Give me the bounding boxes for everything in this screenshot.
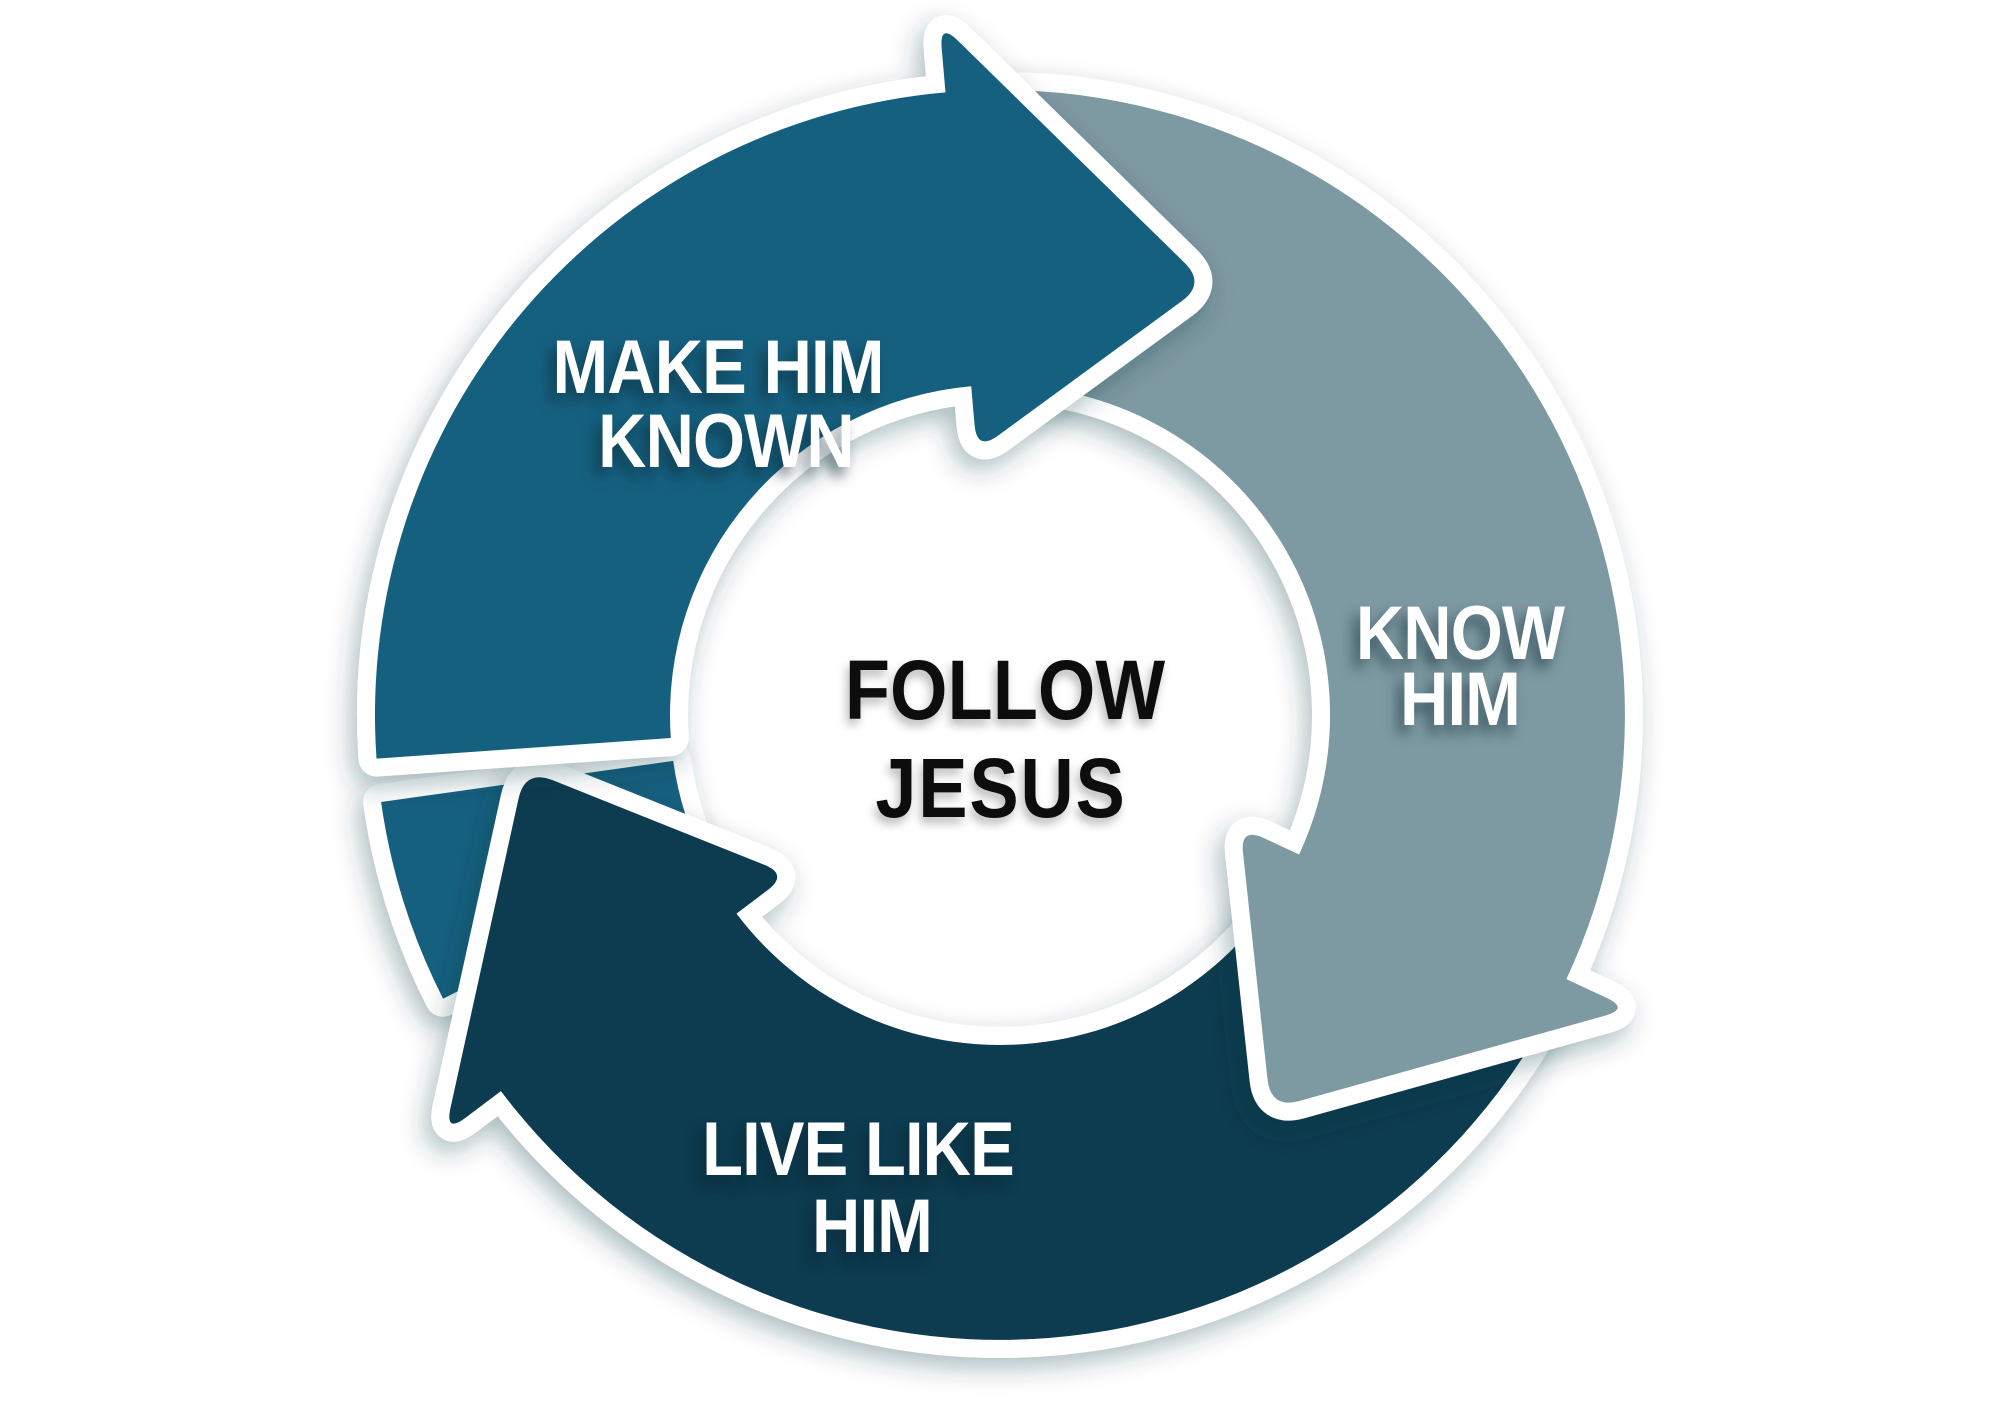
live-like-him-label-line1: LIVE LIKE bbox=[702, 1107, 1015, 1192]
know-him-label-line1: KNOW bbox=[1355, 591, 1565, 676]
make-him-known-label-line1: MAKE HIM bbox=[552, 325, 884, 410]
live-like-him-label-line2: HIM bbox=[812, 1184, 933, 1269]
center-label-line2: JESUS bbox=[875, 741, 1127, 835]
know-him-arrow bbox=[993, 72, 1643, 1121]
make-him-known-label-line2: KNOWN bbox=[598, 399, 855, 484]
know-him-label-line2: HIM bbox=[1400, 657, 1521, 742]
make-him-known-arrow bbox=[356, 15, 1213, 777]
center-label-line1: FOLLOW bbox=[844, 643, 1166, 737]
